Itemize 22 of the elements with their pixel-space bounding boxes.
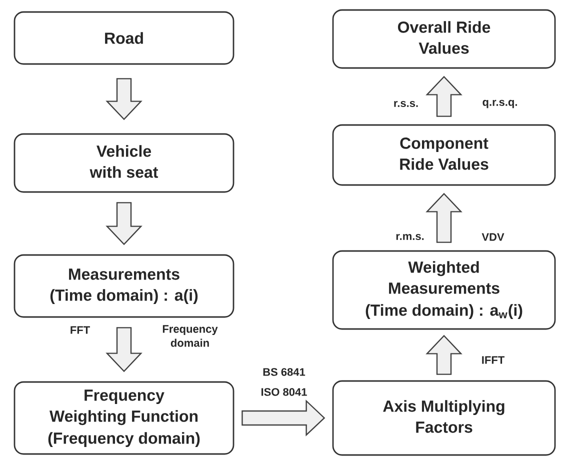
arrow-label: BS 6841 bbox=[263, 368, 306, 376]
process-box: Vehicle with seat bbox=[14, 133, 234, 193]
process-box: Frequency Weighting Function (Frequency domain) bbox=[14, 381, 234, 455]
arrow-label: ISO 8041 bbox=[262, 388, 307, 396]
block-arrow bbox=[426, 334, 462, 375]
process-box: Component Ride Values bbox=[332, 124, 556, 186]
block-arrow bbox=[106, 78, 142, 120]
process-box: Road bbox=[14, 11, 234, 65]
arrow-label: r.s.s. bbox=[394, 100, 418, 107]
arrow-label: r.m.s. bbox=[396, 234, 424, 240]
arrow-label: q.r.s.q. bbox=[482, 100, 517, 108]
process-box: Measurements (Time domain) : a(i) bbox=[14, 254, 234, 318]
process-box: Weighted Measurements (Time domain) : a$_{w}$(i) bbox=[332, 250, 556, 330]
process-box: Axis Multiplying Factors bbox=[332, 380, 556, 456]
process-box: Overall Ride Values bbox=[332, 9, 556, 69]
block-arrow bbox=[426, 192, 462, 243]
block-arrow bbox=[106, 327, 142, 372]
arrow-label: IFFT bbox=[482, 356, 504, 364]
block-arrow bbox=[242, 400, 326, 436]
block-arrow bbox=[426, 76, 462, 117]
block-arrow bbox=[106, 202, 142, 246]
arrow-label: VDV bbox=[482, 233, 504, 241]
